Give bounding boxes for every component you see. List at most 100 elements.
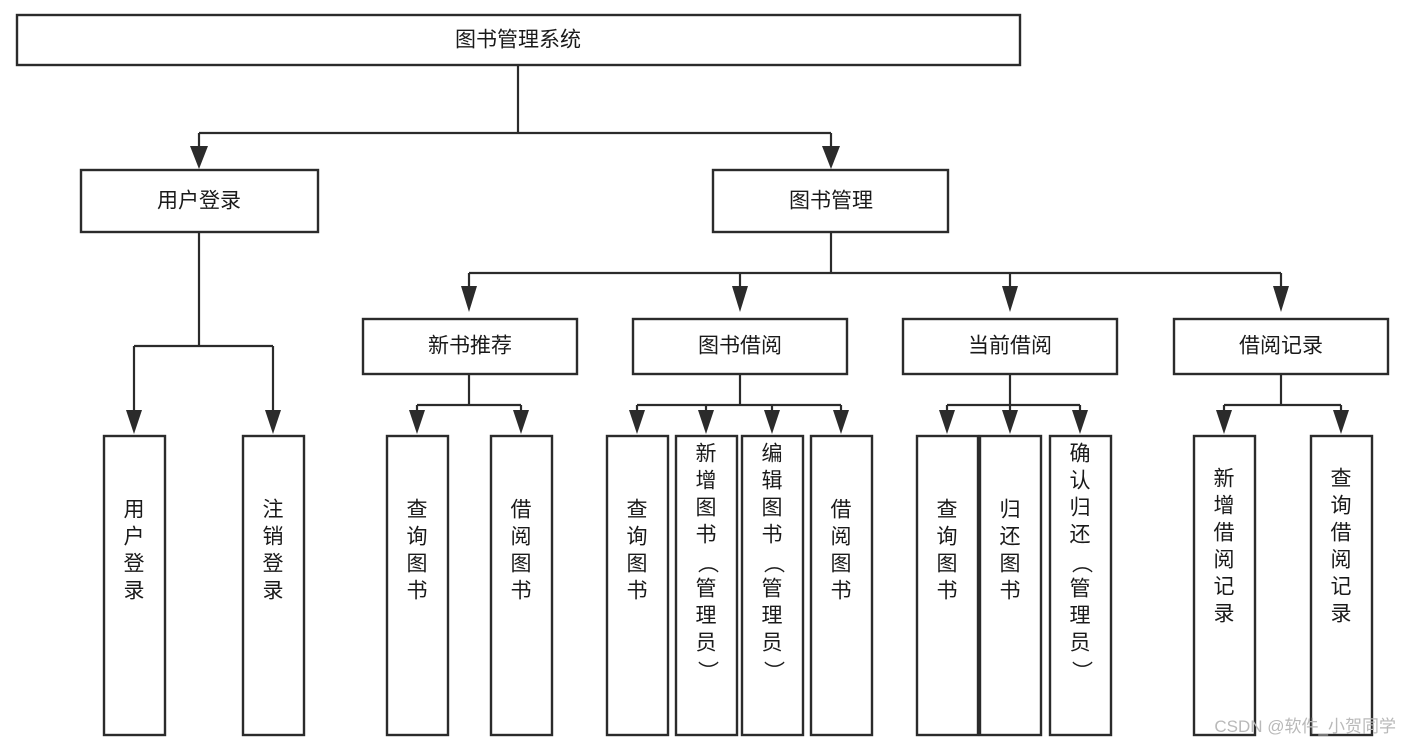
svg-text:新: 新 (696, 443, 717, 466)
arrow-head-currentborrow-leaf-3 (1072, 410, 1088, 434)
leaf-bookborrow-edit-box[interactable] (740, 434, 805, 737)
svg-text:辑: 辑 (762, 470, 783, 493)
svg-text:还: 还 (1000, 526, 1021, 549)
node-new-book-recommend-label: 新书推荐 (428, 335, 512, 358)
arrow-head-bookborrow-leaf-2 (698, 410, 714, 434)
leaf-currentborrow-return-box[interactable] (978, 434, 1043, 737)
node-root-system-box[interactable] (15, 13, 1022, 67)
svg-text:理: 理 (762, 605, 783, 628)
node-new-book-recommend-box[interactable] (361, 317, 579, 376)
svg-text:管: 管 (762, 578, 783, 601)
node-book-manage-box[interactable] (711, 168, 950, 234)
node-current-borrow-box[interactable] (901, 317, 1119, 376)
node-user-login-label: 用户登录 (157, 190, 241, 213)
leaf-user-login-login-label: 用户登录 (124, 499, 145, 603)
svg-text:理: 理 (1070, 605, 1091, 628)
svg-text:书: 书 (1000, 580, 1021, 603)
leaf-newbook-borrow-box[interactable] (489, 434, 554, 737)
node-book-borrow-box[interactable] (631, 317, 849, 376)
svg-text:新: 新 (1214, 468, 1235, 491)
arrow-head-currentborrow-leaf-1 (939, 410, 955, 434)
svg-text:询: 询 (1331, 495, 1352, 518)
svg-text:记: 记 (1214, 576, 1235, 599)
leaf-borrowrecord-add-box[interactable] (1192, 434, 1257, 737)
leaf-currentborrow-confirm-box[interactable] (1048, 434, 1113, 737)
node-borrow-record[interactable]: 借阅记录 (1172, 317, 1390, 376)
svg-text:注: 注 (263, 499, 284, 522)
node-user-login[interactable]: 用户登录 (79, 168, 320, 234)
svg-text:还: 还 (1070, 524, 1091, 547)
svg-text:书: 书 (696, 524, 717, 547)
svg-text:书: 书 (627, 580, 648, 603)
node-user-login-box[interactable] (79, 168, 320, 234)
node-book-borrow[interactable]: 图书借阅 (631, 317, 849, 376)
leaf-bookborrow-query-box[interactable] (605, 434, 670, 737)
leaf-user-login-login[interactable]: 用户登录 (102, 434, 167, 737)
svg-text:）: ） (695, 661, 718, 682)
leaf-user-login-login-box[interactable] (102, 434, 167, 737)
node-current-borrow-label: 当前借阅 (968, 335, 1052, 358)
arrow-head-user-login (190, 146, 208, 169)
arrow-head-bookborrow-leaf-4 (833, 410, 849, 434)
leaf-user-login-logout-box[interactable] (241, 434, 306, 737)
node-borrow-record-box[interactable] (1172, 317, 1390, 376)
svg-text:查: 查 (1331, 468, 1352, 491)
csdn-watermark: CSDN @软件_小贺同学 (1214, 717, 1396, 736)
leaf-borrowrecord-query-box[interactable] (1309, 434, 1374, 737)
svg-text:书: 书 (762, 524, 783, 547)
node-root-system-label: 图书管理系统 (455, 29, 581, 52)
svg-text:阅: 阅 (1331, 549, 1352, 572)
arrow-head-newbook-leaf-1 (409, 410, 425, 434)
svg-text:查: 查 (407, 499, 428, 522)
svg-text:阅: 阅 (511, 526, 532, 549)
node-book-manage[interactable]: 图书管理 (711, 168, 950, 234)
arrow-head-borrowrecord-leaf-1 (1216, 410, 1232, 434)
svg-text:录: 录 (124, 580, 145, 603)
arrow-head-book-borrow (732, 286, 748, 312)
leaf-bookborrow-add-box[interactable] (674, 434, 739, 737)
svg-text:录: 录 (1214, 603, 1235, 626)
svg-text:借: 借 (1214, 522, 1235, 545)
arrow-head-userlogin-leaf-2 (265, 410, 281, 434)
arrow-head-book-manage (822, 146, 840, 169)
leaf-bookborrow-borrow-box[interactable] (809, 434, 874, 737)
leaf-currentborrow-query-box[interactable] (915, 434, 980, 737)
leaf-newbook-query-box[interactable] (385, 434, 450, 737)
node-current-borrow[interactable]: 当前借阅 (901, 317, 1119, 376)
svg-text:（: （ (695, 553, 718, 574)
svg-text:销: 销 (263, 526, 284, 549)
node-root-system[interactable]: 图书管理系统 (15, 13, 1022, 67)
svg-text:书: 书 (407, 580, 428, 603)
svg-text:图: 图 (762, 497, 783, 520)
svg-text:查: 查 (937, 499, 958, 522)
svg-text:（: （ (761, 553, 784, 574)
node-new-book-recommend[interactable]: 新书推荐 (361, 317, 579, 376)
svg-text:管: 管 (696, 578, 717, 601)
svg-text:管: 管 (1070, 578, 1091, 601)
svg-text:员: 员 (696, 632, 717, 655)
svg-text:图: 图 (937, 553, 958, 576)
svg-text:户: 户 (124, 526, 145, 549)
svg-text:增: 增 (696, 470, 717, 493)
